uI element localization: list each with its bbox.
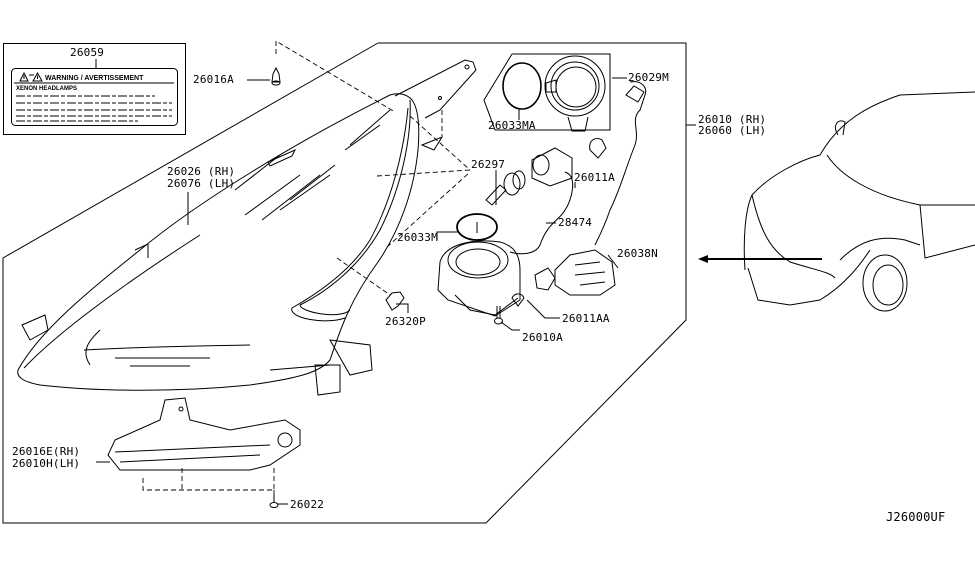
part-label-26076-lh[interactable]: 26076 (LH) — [167, 177, 236, 190]
part-label-26010H-lh[interactable]: 26010H(LH) — [12, 457, 81, 470]
igniter-drawing — [509, 147, 574, 255]
part-label-26060-lh[interactable]: 26060 (LH) — [698, 124, 767, 137]
vehicle-location-drawing — [743, 91, 975, 312]
ballast-drawing — [437, 240, 521, 317]
bracket-26320P-drawing — [385, 291, 405, 311]
part-label-26029M[interactable]: 26029M — [628, 71, 669, 84]
part-label-26016A[interactable]: 26016A — [193, 73, 234, 86]
screw-26010A-drawing — [494, 306, 503, 325]
seal-26033MA-drawing — [502, 62, 542, 110]
part-label-26010-rh[interactable]: 26010 (RH) — [698, 113, 767, 126]
part-label-26010A[interactable]: 26010A — [522, 331, 563, 344]
assembly-dashed-lines — [142, 40, 471, 500]
part-label-26320P[interactable]: 26320P — [385, 315, 426, 328]
harness-26038N-drawing — [594, 81, 647, 246]
warning-label-text-lines — [16, 95, 172, 122]
warning-label-outline — [11, 68, 178, 126]
part-label-26026-rh[interactable]: 26026 (RH) — [167, 165, 236, 178]
bulb-26011AA-drawing — [511, 293, 525, 307]
warning-subheading: XENON HEADLAMPS — [16, 86, 78, 92]
warning-triangle-icon — [19, 71, 43, 82]
part-label-26033M[interactable]: 26033M — [397, 231, 438, 244]
assembly-frame — [2, 42, 687, 524]
seal-ring-26033M-drawing — [456, 213, 498, 241]
label-box-frame — [3, 43, 186, 135]
headlamp-housing-drawing — [17, 59, 477, 396]
part-label-26297[interactable]: 26297 — [471, 158, 506, 171]
clip-26016A-drawing — [271, 66, 281, 86]
part-label-26038N[interactable]: 26038N — [617, 247, 658, 260]
part-label-28474[interactable]: 28474 — [558, 216, 593, 229]
part-label-26011AA[interactable]: 26011AA — [562, 312, 610, 325]
screw-26022-drawing — [269, 495, 279, 508]
cover-26029M-drawing — [544, 55, 606, 132]
part-label-26011A[interactable]: 26011A — [574, 171, 615, 184]
warning-heading: WARNING / AVERTISSEMENT — [45, 75, 144, 82]
diagram-reference-code: J26000UF — [886, 510, 946, 524]
bulb-26011A-drawing — [589, 137, 607, 159]
part-label-26033MA[interactable]: 26033MA — [488, 119, 536, 132]
socket-assembly-drawing — [534, 249, 616, 296]
xenon-bulb-26297-drawing — [485, 170, 526, 206]
part-label-26022[interactable]: 26022 — [290, 498, 325, 511]
cover-group-frame — [483, 53, 611, 131]
leader-lines — [96, 77, 696, 505]
bracket-26016E-drawing — [107, 397, 301, 471]
part-label-26059[interactable]: 26059 — [70, 46, 105, 59]
part-label-26016E-rh[interactable]: 26016E(RH) — [12, 445, 81, 458]
location-arrow-icon — [698, 255, 822, 263]
